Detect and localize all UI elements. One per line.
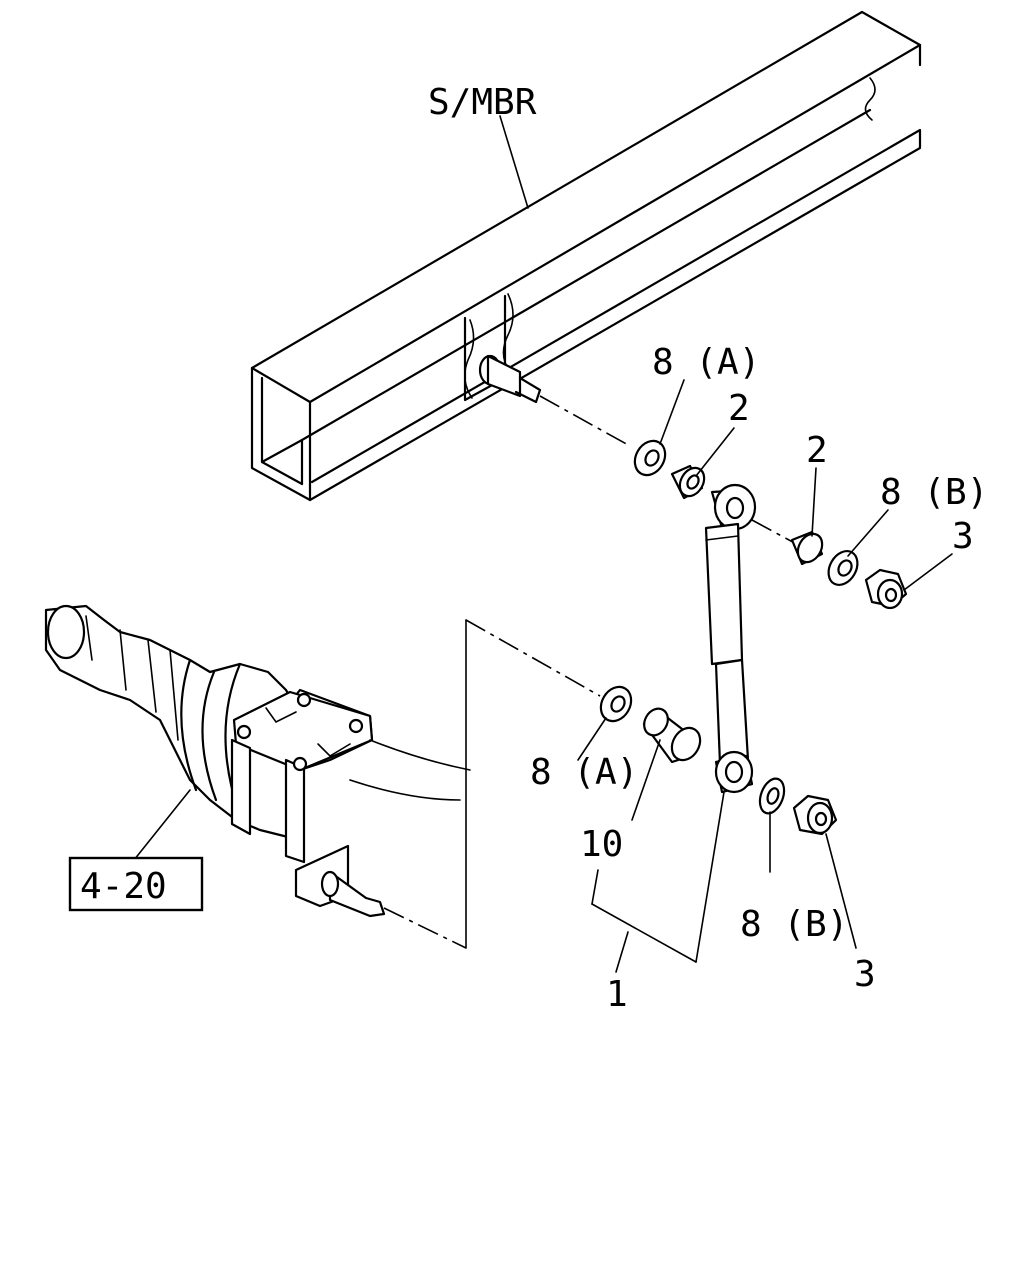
label-nut-3-lower: 3 <box>854 954 876 995</box>
bushing-2-upper-left <box>670 464 706 500</box>
label-washer-8a-lower: 8 (A) <box>530 752 638 793</box>
nut-3-upper <box>864 568 908 610</box>
label-bushing-2-upper-left: 2 <box>728 388 750 429</box>
bushing-10-lower <box>642 707 702 764</box>
washer-8a-upper <box>633 439 667 477</box>
washer-8a-lower <box>599 685 633 723</box>
frame-mounting-stud <box>478 354 542 404</box>
bushing-2-upper-right <box>790 530 824 566</box>
label-nut-3-upper: 3 <box>952 516 974 557</box>
label-side-member: S/MBR <box>428 82 537 123</box>
label-washer-8a-upper: 8 (A) <box>652 342 760 383</box>
label-washer-8b-lower: 8 (B) <box>740 904 848 945</box>
washer-8b-upper <box>827 550 859 586</box>
label-washer-8b-upper: 8 (B) <box>880 472 988 513</box>
label-bushing-2-upper-right: 2 <box>806 430 828 471</box>
washer-8b-lower <box>758 777 786 815</box>
label-bushing-10-lower: 10 <box>580 824 623 865</box>
label-axle-reference: 4-20 <box>80 866 167 907</box>
shock-absorber <box>704 483 757 794</box>
leader-lines <box>133 115 953 973</box>
side-member-frame <box>250 10 922 502</box>
label-absorber-assembly-1: 1 <box>606 974 628 1015</box>
nut-3-lower <box>792 794 838 836</box>
axle-reference-box: 4-20 <box>68 856 204 912</box>
axle-housing <box>44 604 471 918</box>
